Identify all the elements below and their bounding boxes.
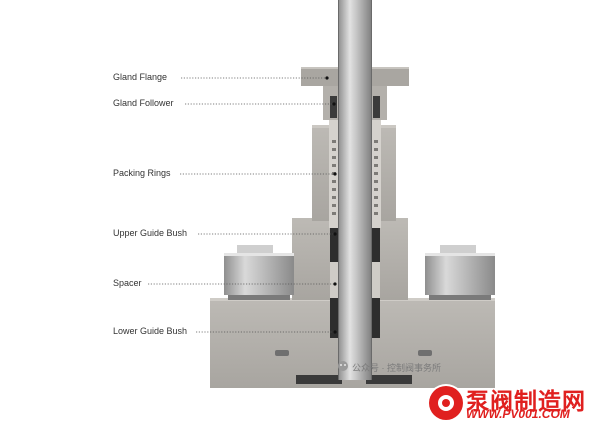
watermark-account-name: 公众号 · 控制阀事务所	[352, 363, 441, 373]
logo-site-url: WWW.PV001.COM	[466, 407, 570, 421]
lower-guide-bush-part	[330, 298, 380, 338]
label-packing-rings: Packing Rings	[113, 168, 171, 178]
right-hex-nut	[425, 245, 495, 300]
label-upper-guide-bush: Upper Guide Bush	[113, 228, 188, 238]
leader-lines	[148, 77, 334, 333]
wechat-icon	[338, 361, 348, 371]
label-spacer: Spacer	[113, 278, 142, 288]
upper-guide-bush-part	[330, 228, 380, 262]
leader-dots	[325, 76, 337, 334]
label-gland-follower: Gland Follower	[113, 98, 174, 108]
label-lower-guide-bush: Lower Guide Bush	[113, 326, 188, 336]
logo-site-name: 泵阀制造网	[466, 388, 586, 414]
left-hex-nut	[224, 245, 294, 300]
label-gland-flange: Gland Flange	[113, 72, 168, 82]
pump-valve-logo-icon	[427, 384, 465, 422]
valve-stem	[338, 0, 372, 380]
spacer-part	[330, 262, 380, 298]
